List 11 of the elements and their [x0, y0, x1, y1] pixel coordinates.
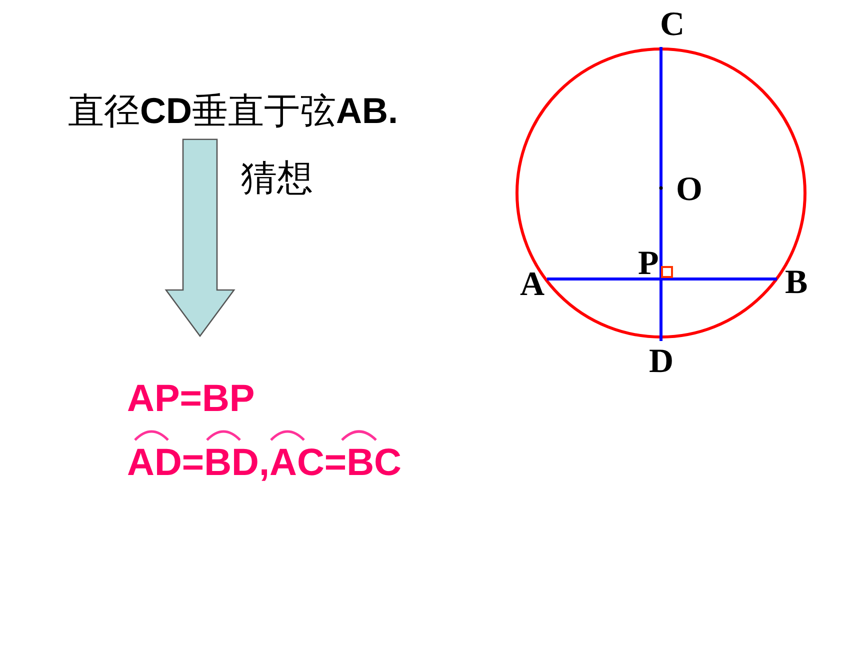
block-arrow: [164, 138, 236, 338]
conclusion-text: AD=BD,AC=BC: [127, 442, 402, 486]
conclusion-text: AP=BP: [127, 378, 256, 422]
point-label: B: [785, 266, 808, 300]
edge-label: 猜想: [241, 156, 313, 200]
statement-text: 直径CD垂直于弦AB.: [68, 90, 398, 132]
point-label: D: [649, 345, 674, 379]
point-label: P: [638, 247, 659, 281]
point-label: O: [676, 173, 702, 207]
point-label: A: [520, 268, 545, 302]
point-label: C: [660, 8, 685, 42]
